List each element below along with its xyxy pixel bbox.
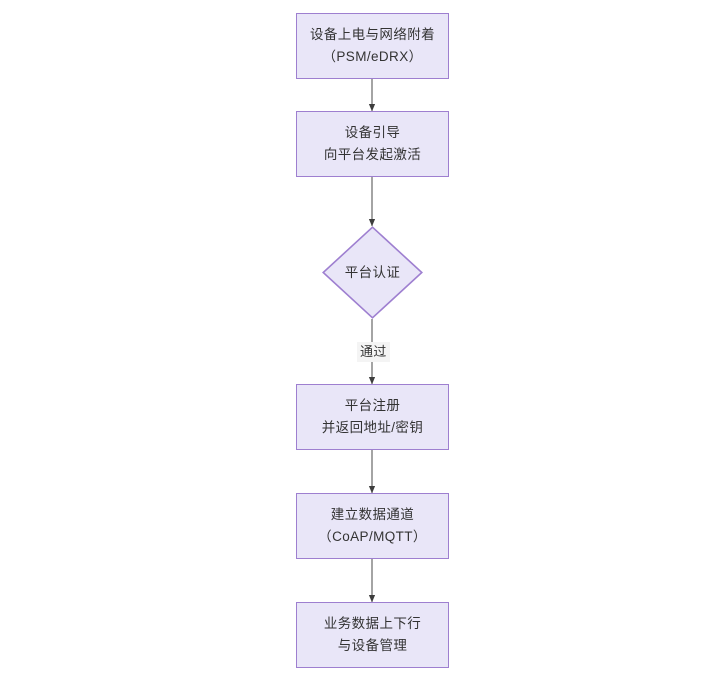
node-data-channel-line-2: （CoAP/MQTT） (318, 529, 427, 544)
node-platform-register-line-2: 并返回地址/密钥 (321, 420, 424, 435)
node-bootstrap-line-2: 向平台发起激活 (323, 147, 422, 162)
node-bootstrap-line-1: 设备引导 (344, 125, 401, 141)
node-business-data-line-2: 与设备管理 (337, 638, 408, 653)
node-power-on-line-1: 设备上电与网络附着 (309, 27, 436, 43)
node-platform-auth[interactable]: 平台认证 (322, 226, 423, 319)
edge-label-pass: 通过 (357, 342, 390, 363)
node-power-on[interactable]: 设备上电与网络附着 （PSM/eDRX） (296, 13, 449, 79)
diamond-shape-icon (322, 226, 423, 319)
node-business-data[interactable]: 业务数据上下行 与设备管理 (296, 602, 449, 668)
node-data-channel-line-1: 建立数据通道 (330, 507, 415, 523)
node-data-channel[interactable]: 建立数据通道 （CoAP/MQTT） (296, 493, 449, 559)
node-business-data-line-1: 业务数据上下行 (323, 616, 422, 632)
node-platform-register-line-1: 平台注册 (344, 398, 401, 414)
node-platform-auth-label: 平台认证 (344, 264, 401, 280)
node-platform-register[interactable]: 平台注册 并返回地址/密钥 (296, 384, 449, 450)
node-bootstrap[interactable]: 设备引导 向平台发起激活 (296, 111, 449, 177)
node-power-on-line-2: （PSM/eDRX） (322, 49, 423, 64)
